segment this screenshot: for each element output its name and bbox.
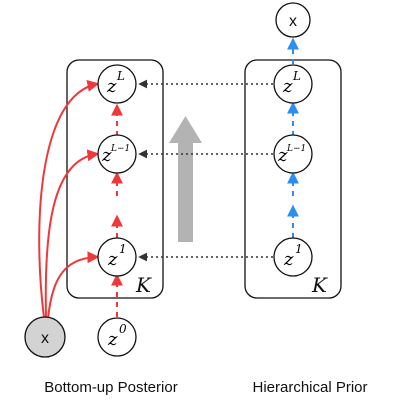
posterior-node-z1: z 1: [97, 237, 137, 277]
posterior-node-zLm1: z L−1: [97, 134, 137, 174]
upward-direction-arrow: [169, 116, 202, 242]
prior-node-zLm1: z L−1: [273, 134, 313, 174]
prior-node-zL-superscript: L: [292, 69, 301, 83]
posterior-edge-x-to-zLm1: [44, 149, 100, 319]
svg-text:z: z: [283, 249, 294, 270]
posterior-edge-x-to-zL: [38, 79, 100, 319]
svg-text:z: z: [107, 249, 118, 270]
svg-text:z: z: [282, 76, 293, 97]
posterior-observed-x-label: x: [41, 330, 49, 347]
posterior-node-z1-superscript: 1: [119, 242, 127, 256]
posterior-node-zL: z L: [97, 64, 137, 104]
posterior-node-zL-superscript: L: [116, 69, 125, 83]
svg-text:z: z: [277, 145, 288, 166]
prior-node-z1: z 1: [273, 237, 313, 277]
prior-observed-x-label: x: [289, 13, 297, 30]
prior-node-zLm1-superscript: L−1: [286, 144, 306, 154]
posterior-edge-x-to-z1: [47, 251, 100, 319]
posterior-node-z0: z 0: [97, 317, 137, 357]
prior-observed-x-node: x: [275, 2, 311, 38]
svg-text:z: z: [107, 329, 118, 350]
svg-text:z: z: [106, 76, 117, 97]
prior-node-zL: z L: [273, 64, 313, 104]
posterior-node-z0-superscript: 0: [119, 322, 127, 336]
prior-plate-k-label: K: [311, 273, 328, 297]
posterior-node-zLm1-superscript: L−1: [110, 144, 130, 154]
posterior-caption: Bottom-up Posterior: [44, 379, 177, 396]
prior-node-z1-superscript: 1: [295, 242, 303, 256]
svg-text:z: z: [101, 145, 112, 166]
posterior-observed-x-node: x: [24, 316, 66, 358]
prior-caption: Hierarchical Prior: [252, 379, 367, 396]
posterior-plate: [66, 59, 164, 299]
posterior-plate-k-label: K: [135, 273, 152, 297]
